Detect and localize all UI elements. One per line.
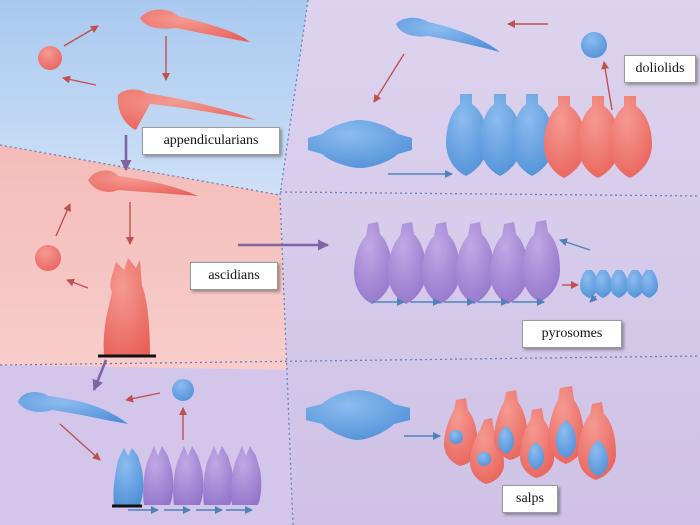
evolution-arrow-lower xyxy=(92,359,108,391)
doliolid-egg-icon xyxy=(581,32,607,58)
salp-oozooid-icon xyxy=(306,390,410,440)
ascidian-larva-icon xyxy=(88,170,198,196)
doliolid-cycle-arrows xyxy=(373,20,613,111)
tadpole-larva-icon xyxy=(140,9,250,42)
pyrosome-small-zooids xyxy=(580,270,658,298)
doliolid-larva-icon xyxy=(396,17,500,52)
ascidians-label: ascidians xyxy=(190,262,278,290)
adult-appendicularian-icon xyxy=(117,89,256,130)
appendicularian-cycle-arrows xyxy=(62,25,170,86)
colonial-zooid-row xyxy=(113,446,262,505)
doliolids-label: doliolids xyxy=(624,55,696,83)
salp-blastozooid-chain xyxy=(444,386,616,484)
doliolid-oozooid-icon xyxy=(308,120,412,168)
appendicularians-label: appendicularians xyxy=(142,127,280,155)
blue-egg-icon xyxy=(172,379,194,401)
pyrosome-zooid-row xyxy=(354,220,560,304)
ascidian-cycle-arrows xyxy=(55,202,134,289)
salps-label: salps xyxy=(502,485,558,513)
sessile-ascidian-icon xyxy=(103,258,150,355)
pyrosome-small-arrow xyxy=(589,294,598,303)
doliolid-zooid-row xyxy=(446,94,652,178)
pyrosomes-label: pyrosomes xyxy=(522,320,622,348)
pyrosome-budding-arrows xyxy=(372,238,591,306)
ascidian-egg-icon xyxy=(35,245,61,271)
blue-larva-icon xyxy=(18,392,128,424)
egg-icon xyxy=(38,46,62,70)
colonial-cycle-arrows xyxy=(59,392,187,461)
